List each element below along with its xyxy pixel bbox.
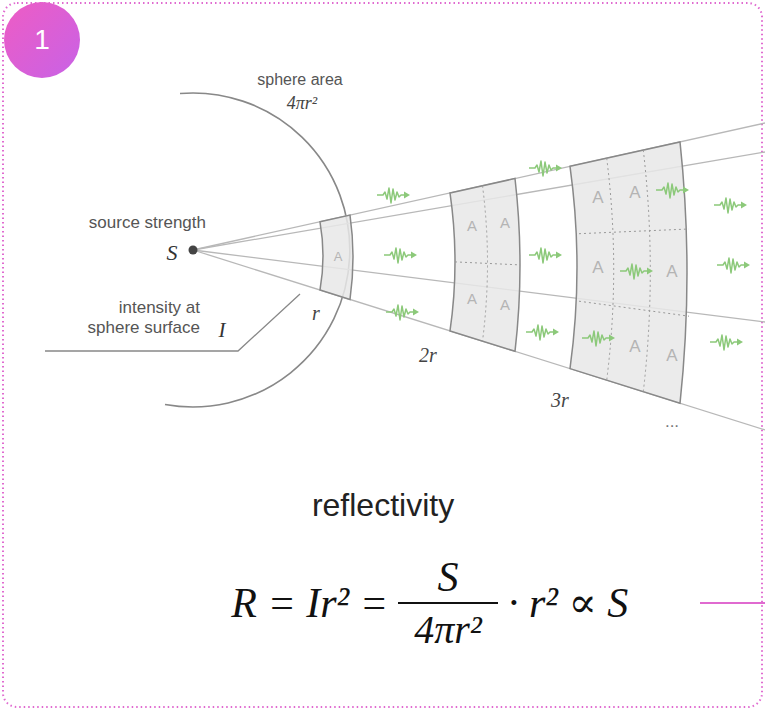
area-letter: A (592, 188, 603, 208)
formula-numerator: S (438, 552, 459, 602)
step-badge: 1 (4, 2, 80, 78)
wave (717, 258, 750, 273)
source-dot (189, 246, 198, 255)
badge-number: 1 (34, 26, 50, 54)
symbol: I (219, 318, 226, 343)
grid-line (579, 301, 689, 316)
area-letter: A (666, 346, 677, 366)
wave (386, 305, 419, 320)
grid-line (607, 158, 614, 380)
area-patch (450, 179, 520, 352)
area-letter: A (334, 249, 343, 265)
rays (193, 123, 765, 430)
pink-rule (700, 602, 765, 604)
wave (529, 161, 562, 176)
formula: 4πr² (287, 93, 317, 115)
area-letter: A (666, 262, 677, 282)
annotation: sphere area (257, 70, 342, 89)
area-patch (320, 215, 353, 299)
annotation: source strength (89, 213, 206, 233)
symbol: S (167, 240, 178, 266)
area-letter: A (629, 183, 640, 203)
formula: · r² ∝ S (508, 578, 628, 628)
distance-label: r (312, 301, 320, 325)
area-letter: A (592, 258, 603, 278)
wave (582, 331, 615, 346)
wave (529, 248, 562, 263)
area-letter: A (500, 296, 510, 314)
leader-line (45, 294, 300, 351)
formula-denominator: 4πr² (414, 606, 482, 654)
patches (320, 142, 687, 403)
area-letter: A (500, 214, 510, 232)
grid-line (579, 229, 689, 234)
annotation: intensity at sphere surface (75, 298, 200, 339)
distance-label: 3r (551, 388, 569, 412)
wave (714, 198, 747, 213)
ellipsis: ... (665, 412, 679, 432)
area-letter: A (629, 337, 640, 357)
wave (384, 248, 417, 263)
distance-label: 2r (419, 343, 437, 367)
heading: reflectivity (312, 486, 454, 524)
area-patch (570, 142, 687, 403)
wave (377, 188, 410, 203)
wave (526, 325, 559, 340)
grid-line (455, 262, 520, 265)
dotted-frame (3, 3, 762, 707)
patch-grid (455, 150, 689, 392)
area-letter: A (467, 217, 477, 235)
area-letter: A (467, 290, 477, 308)
wave (656, 183, 689, 198)
wave (710, 335, 743, 350)
fraction-bar (398, 602, 498, 604)
waves (377, 161, 750, 350)
wave (620, 264, 653, 279)
formula: R = Ir² = (231, 578, 388, 628)
sphere-arc (165, 93, 350, 407)
